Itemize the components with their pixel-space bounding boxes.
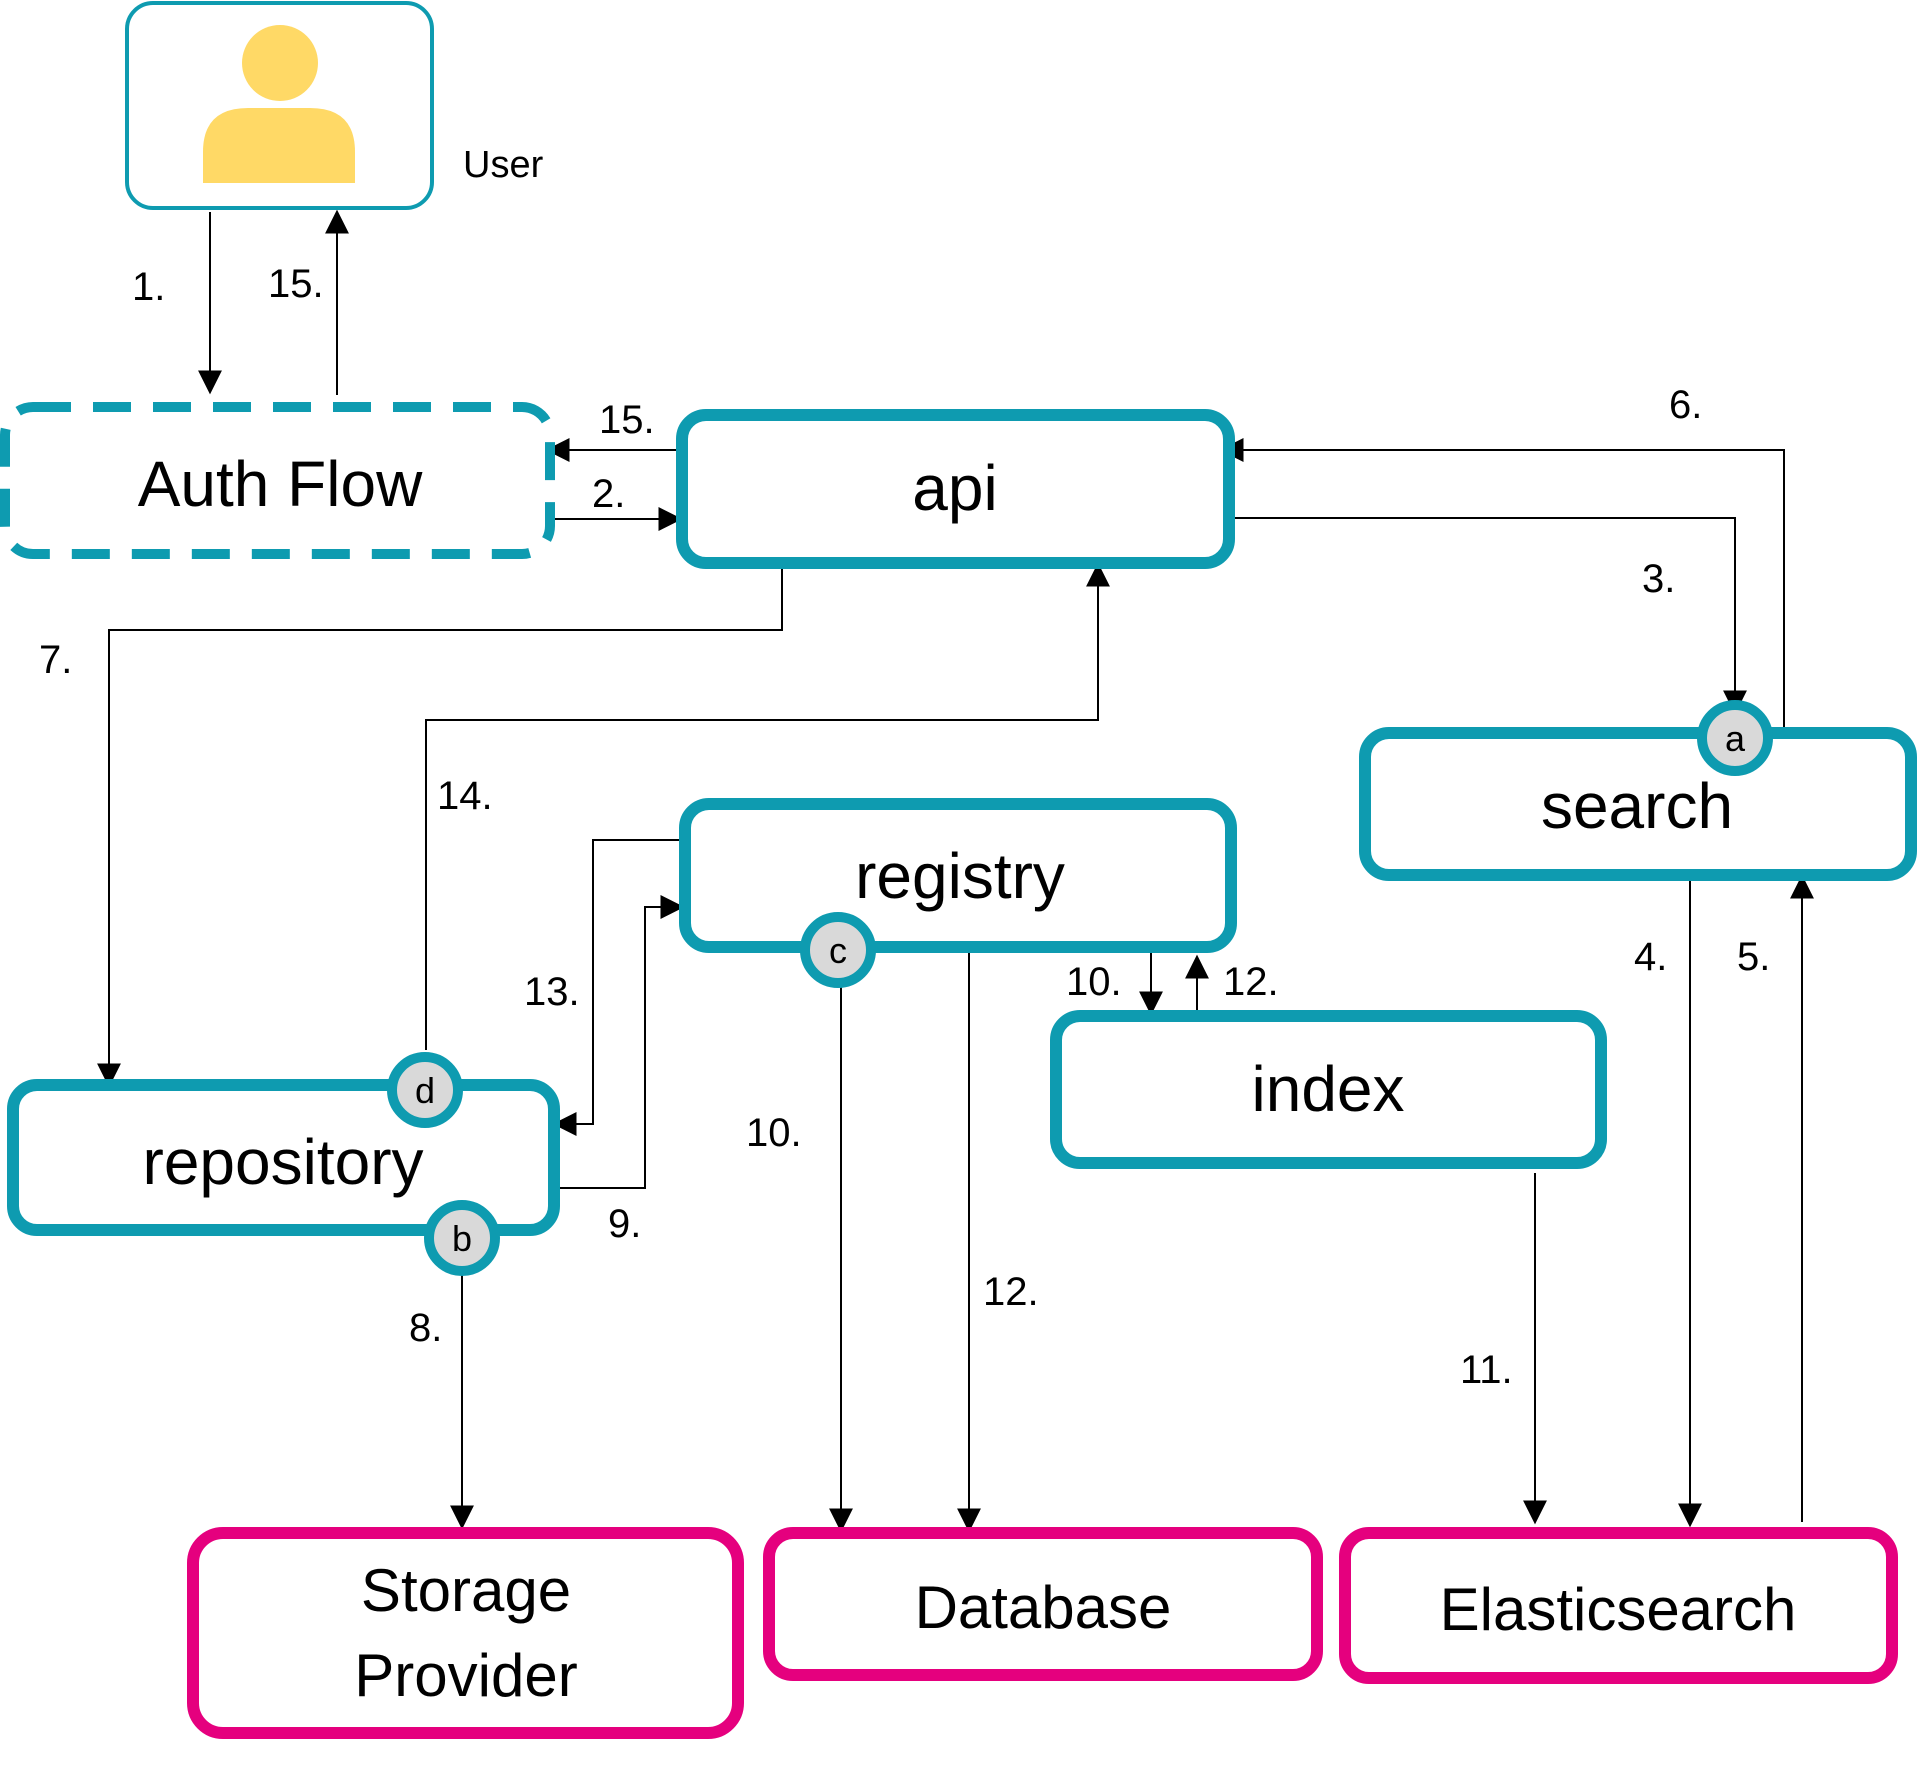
api-label: api (912, 452, 997, 524)
step-label-api-to-search: 3. (1642, 557, 1675, 601)
auth-flow-label: Auth Flow (138, 448, 423, 520)
step-label-search-to-api: 6. (1669, 383, 1702, 427)
step-label-elasticsearch-to-search: 5. (1737, 935, 1770, 979)
repository-badge-bottom (424, 1200, 500, 1276)
registry-box (679, 798, 1237, 953)
step-label-repository-to-storage: 8. (409, 1306, 442, 1350)
elasticsearch-label: Elasticsearch (1440, 1576, 1797, 1643)
step-labels: 1. 15. 15. 2. 6. 3. 7. 14. 4. 5. 10. 12.… (39, 262, 1770, 1392)
step-label-index-to-elasticsearch: 11. (1460, 1348, 1513, 1392)
step-label-registry-to-repository: 13. (524, 970, 580, 1014)
user-label: User (463, 144, 544, 186)
database-label: Database (915, 1574, 1172, 1641)
storage-provider-box (187, 1527, 744, 1739)
repository-badge-top (387, 1052, 463, 1128)
api-node: api (676, 409, 1235, 569)
step-label-registry-to-index: 10. (1066, 960, 1122, 1004)
storage-provider-node: Storage Provider (187, 1527, 744, 1739)
auth-flow-box (0, 402, 555, 559)
auth-flow-node: Auth Flow (0, 402, 555, 559)
elasticsearch-box (1339, 1527, 1898, 1684)
step-label-index-to-registry: 12. (1223, 960, 1279, 1004)
step-label-user-to-auth: 1. (132, 265, 165, 309)
index-label: index (1252, 1053, 1405, 1125)
api-box (676, 409, 1235, 569)
step-label-auth-to-api: 2. (592, 472, 625, 516)
storage-provider-label-line2: Provider (354, 1642, 577, 1709)
registry-badge (800, 912, 876, 988)
search-node: search a (1359, 700, 1917, 881)
edge-api-to-repository (97, 560, 783, 1088)
step-label-repository-to-registry: 9. (608, 1202, 641, 1246)
repository-badge-bottom-label: b (452, 1218, 472, 1259)
registry-node: registry c (679, 798, 1237, 988)
elasticsearch-node: Elasticsearch (1339, 1527, 1898, 1684)
step-label-api-to-auth: 15. (599, 398, 655, 442)
search-label: search (1541, 770, 1733, 842)
user-node: User (125, 1, 544, 210)
registry-badge-label: c (829, 930, 847, 971)
step-label-auth-to-user: 15. (268, 262, 324, 306)
edge-registry-to-repository (552, 839, 682, 1136)
search-badge (1697, 700, 1773, 776)
step-label-registry-database-12: 12. (983, 1270, 1039, 1314)
search-box (1359, 727, 1917, 881)
step-label-api-to-repository: 7. (39, 638, 72, 682)
repository-node: repository d b (7, 1052, 560, 1276)
repository-badge-top-label: d (415, 1070, 435, 1111)
step-label-search-to-elasticsearch: 4. (1634, 935, 1667, 979)
repository-label: repository (143, 1126, 424, 1198)
edge-repository-to-api (425, 562, 1110, 1050)
search-badge-label: a (1725, 718, 1746, 759)
person-icon (203, 25, 355, 183)
index-box (1050, 1010, 1607, 1169)
edge-api-to-search (1231, 517, 1747, 715)
index-node: index (1050, 1010, 1607, 1169)
registry-label: registry (855, 840, 1065, 912)
step-label-registry-to-database: 10. (746, 1111, 802, 1155)
edge-repository-to-registry (557, 895, 685, 1189)
edge-search-to-api (1219, 438, 1810, 729)
step-label-repository-to-api: 14. (437, 774, 493, 818)
database-node: Database (763, 1527, 1323, 1681)
storage-provider-label-line1: Storage (361, 1557, 571, 1624)
database-box (763, 1527, 1323, 1681)
